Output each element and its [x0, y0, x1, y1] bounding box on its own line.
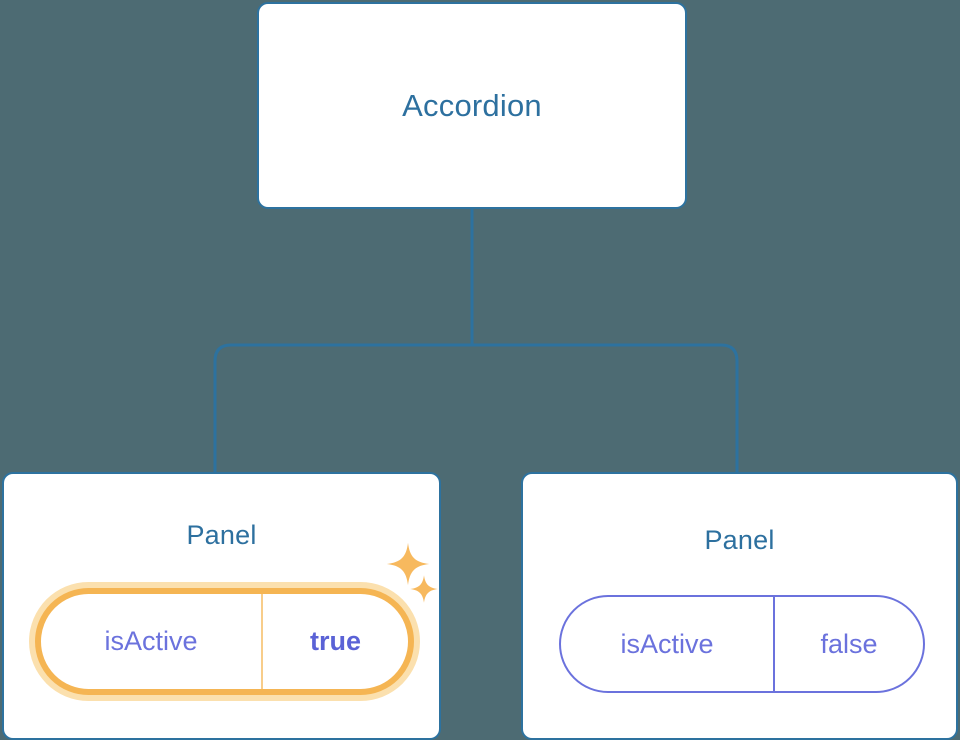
- prop-key: isActive: [104, 626, 198, 656]
- edge-bus-right: [472, 343, 739, 472]
- node-panel-right-label: Panel: [704, 525, 775, 555]
- node-accordion-label: Accordion: [402, 87, 542, 123]
- prop-pill-isactive-true[interactable]: isActive true: [35, 588, 414, 695]
- node-panel-left[interactable]: Panel isActive true: [2, 472, 441, 740]
- prop-value: true: [261, 594, 408, 689]
- prop-pill-isactive-false[interactable]: isActive false: [559, 595, 925, 693]
- prop-value: false: [773, 597, 923, 691]
- node-panel-right[interactable]: Panel isActive false: [521, 472, 958, 740]
- edge-bus-left: [213, 343, 472, 472]
- node-panel-left-label: Panel: [186, 520, 257, 550]
- prop-key: isActive: [620, 628, 714, 659]
- node-accordion[interactable]: Accordion: [257, 2, 687, 209]
